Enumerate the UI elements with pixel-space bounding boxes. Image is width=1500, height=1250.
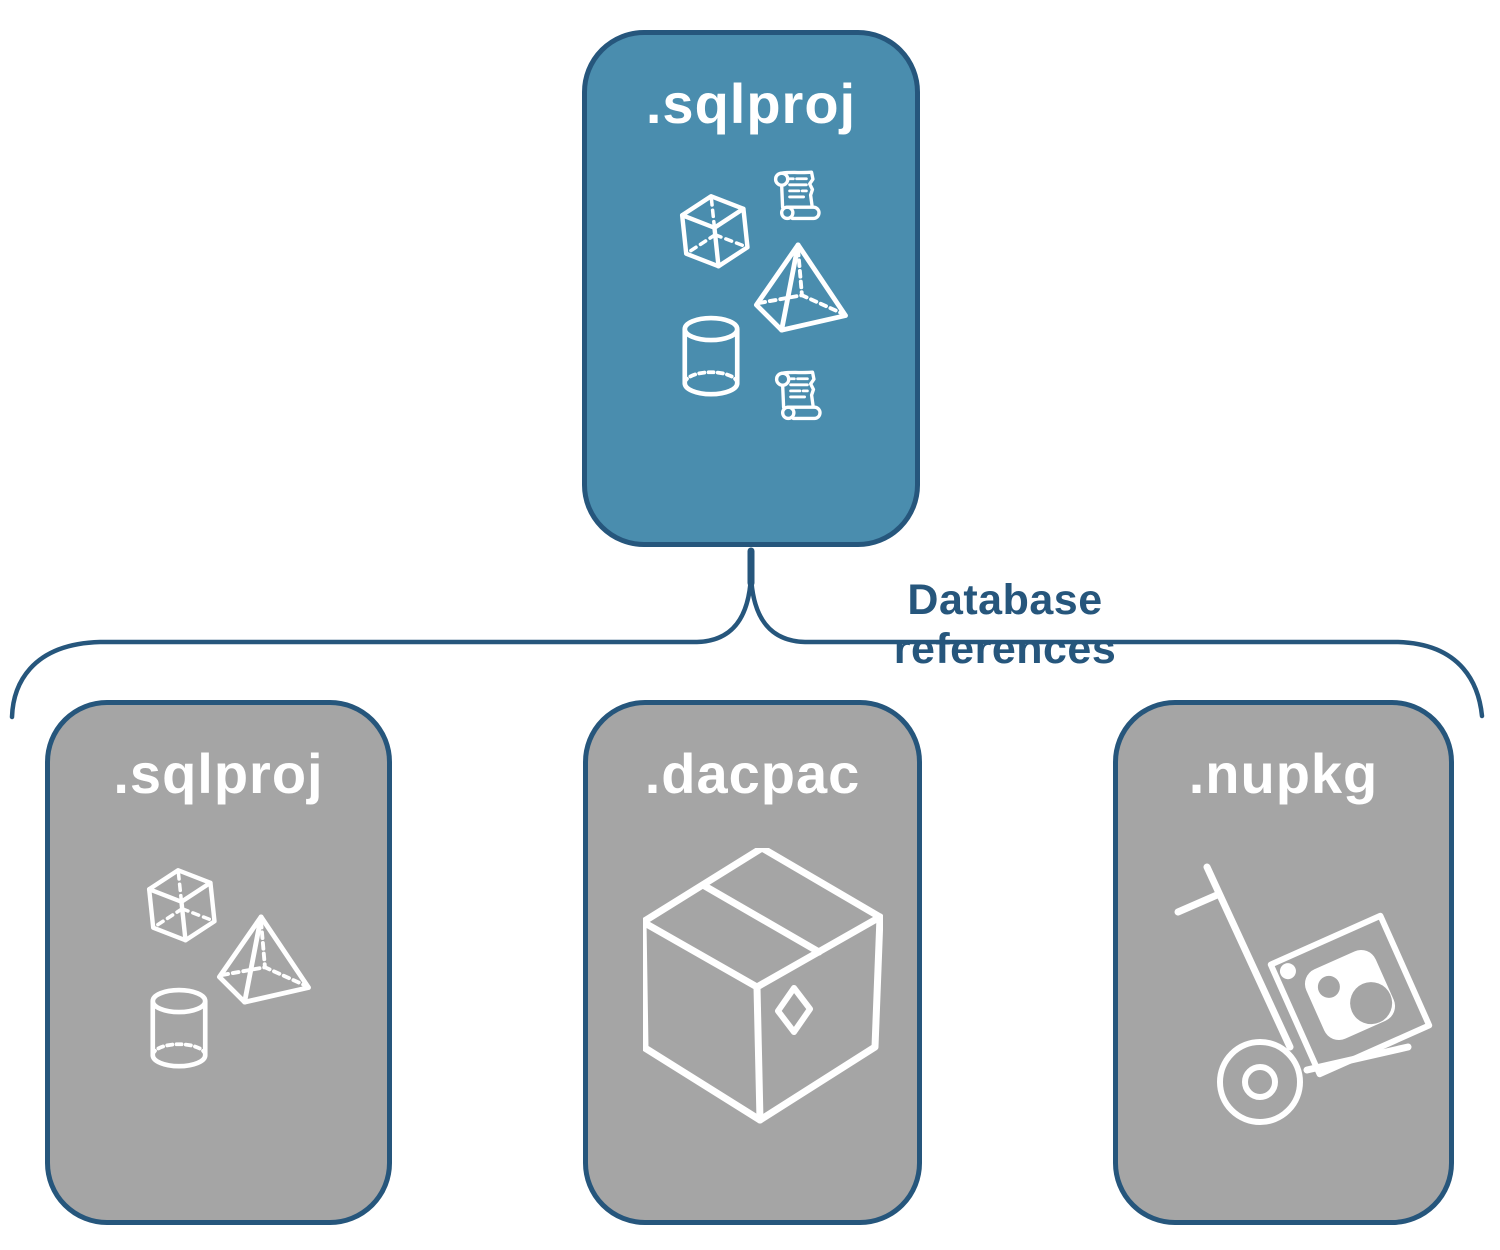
root-node-title: .sqlproj xyxy=(645,72,857,135)
cylinder-icon xyxy=(682,315,740,397)
child-node-title: .sqlproj xyxy=(113,742,324,805)
node-nupkg: .nupkg xyxy=(1113,700,1454,1225)
scroll-icon xyxy=(774,370,822,421)
pyramid-icon xyxy=(754,242,848,333)
pyramid-icon xyxy=(216,914,311,1005)
child-node-title: .nupkg xyxy=(1188,742,1379,805)
cube-icon xyxy=(679,194,750,269)
node-dacpac: .dacpac xyxy=(583,700,922,1225)
cube-icon xyxy=(146,868,217,943)
node-sqlproj-child: .sqlproj xyxy=(45,700,392,1225)
hand-truck-icon xyxy=(1174,863,1433,1125)
nuget-package-icon xyxy=(1267,912,1433,1078)
scroll-icon xyxy=(773,170,821,221)
cylinder-icon xyxy=(150,987,208,1069)
node-sqlproj-root: .sqlproj xyxy=(582,30,920,547)
child-node-title: .dacpac xyxy=(644,742,861,805)
connector-label: Database references xyxy=(893,576,1117,673)
package-box-icon xyxy=(643,848,883,1124)
